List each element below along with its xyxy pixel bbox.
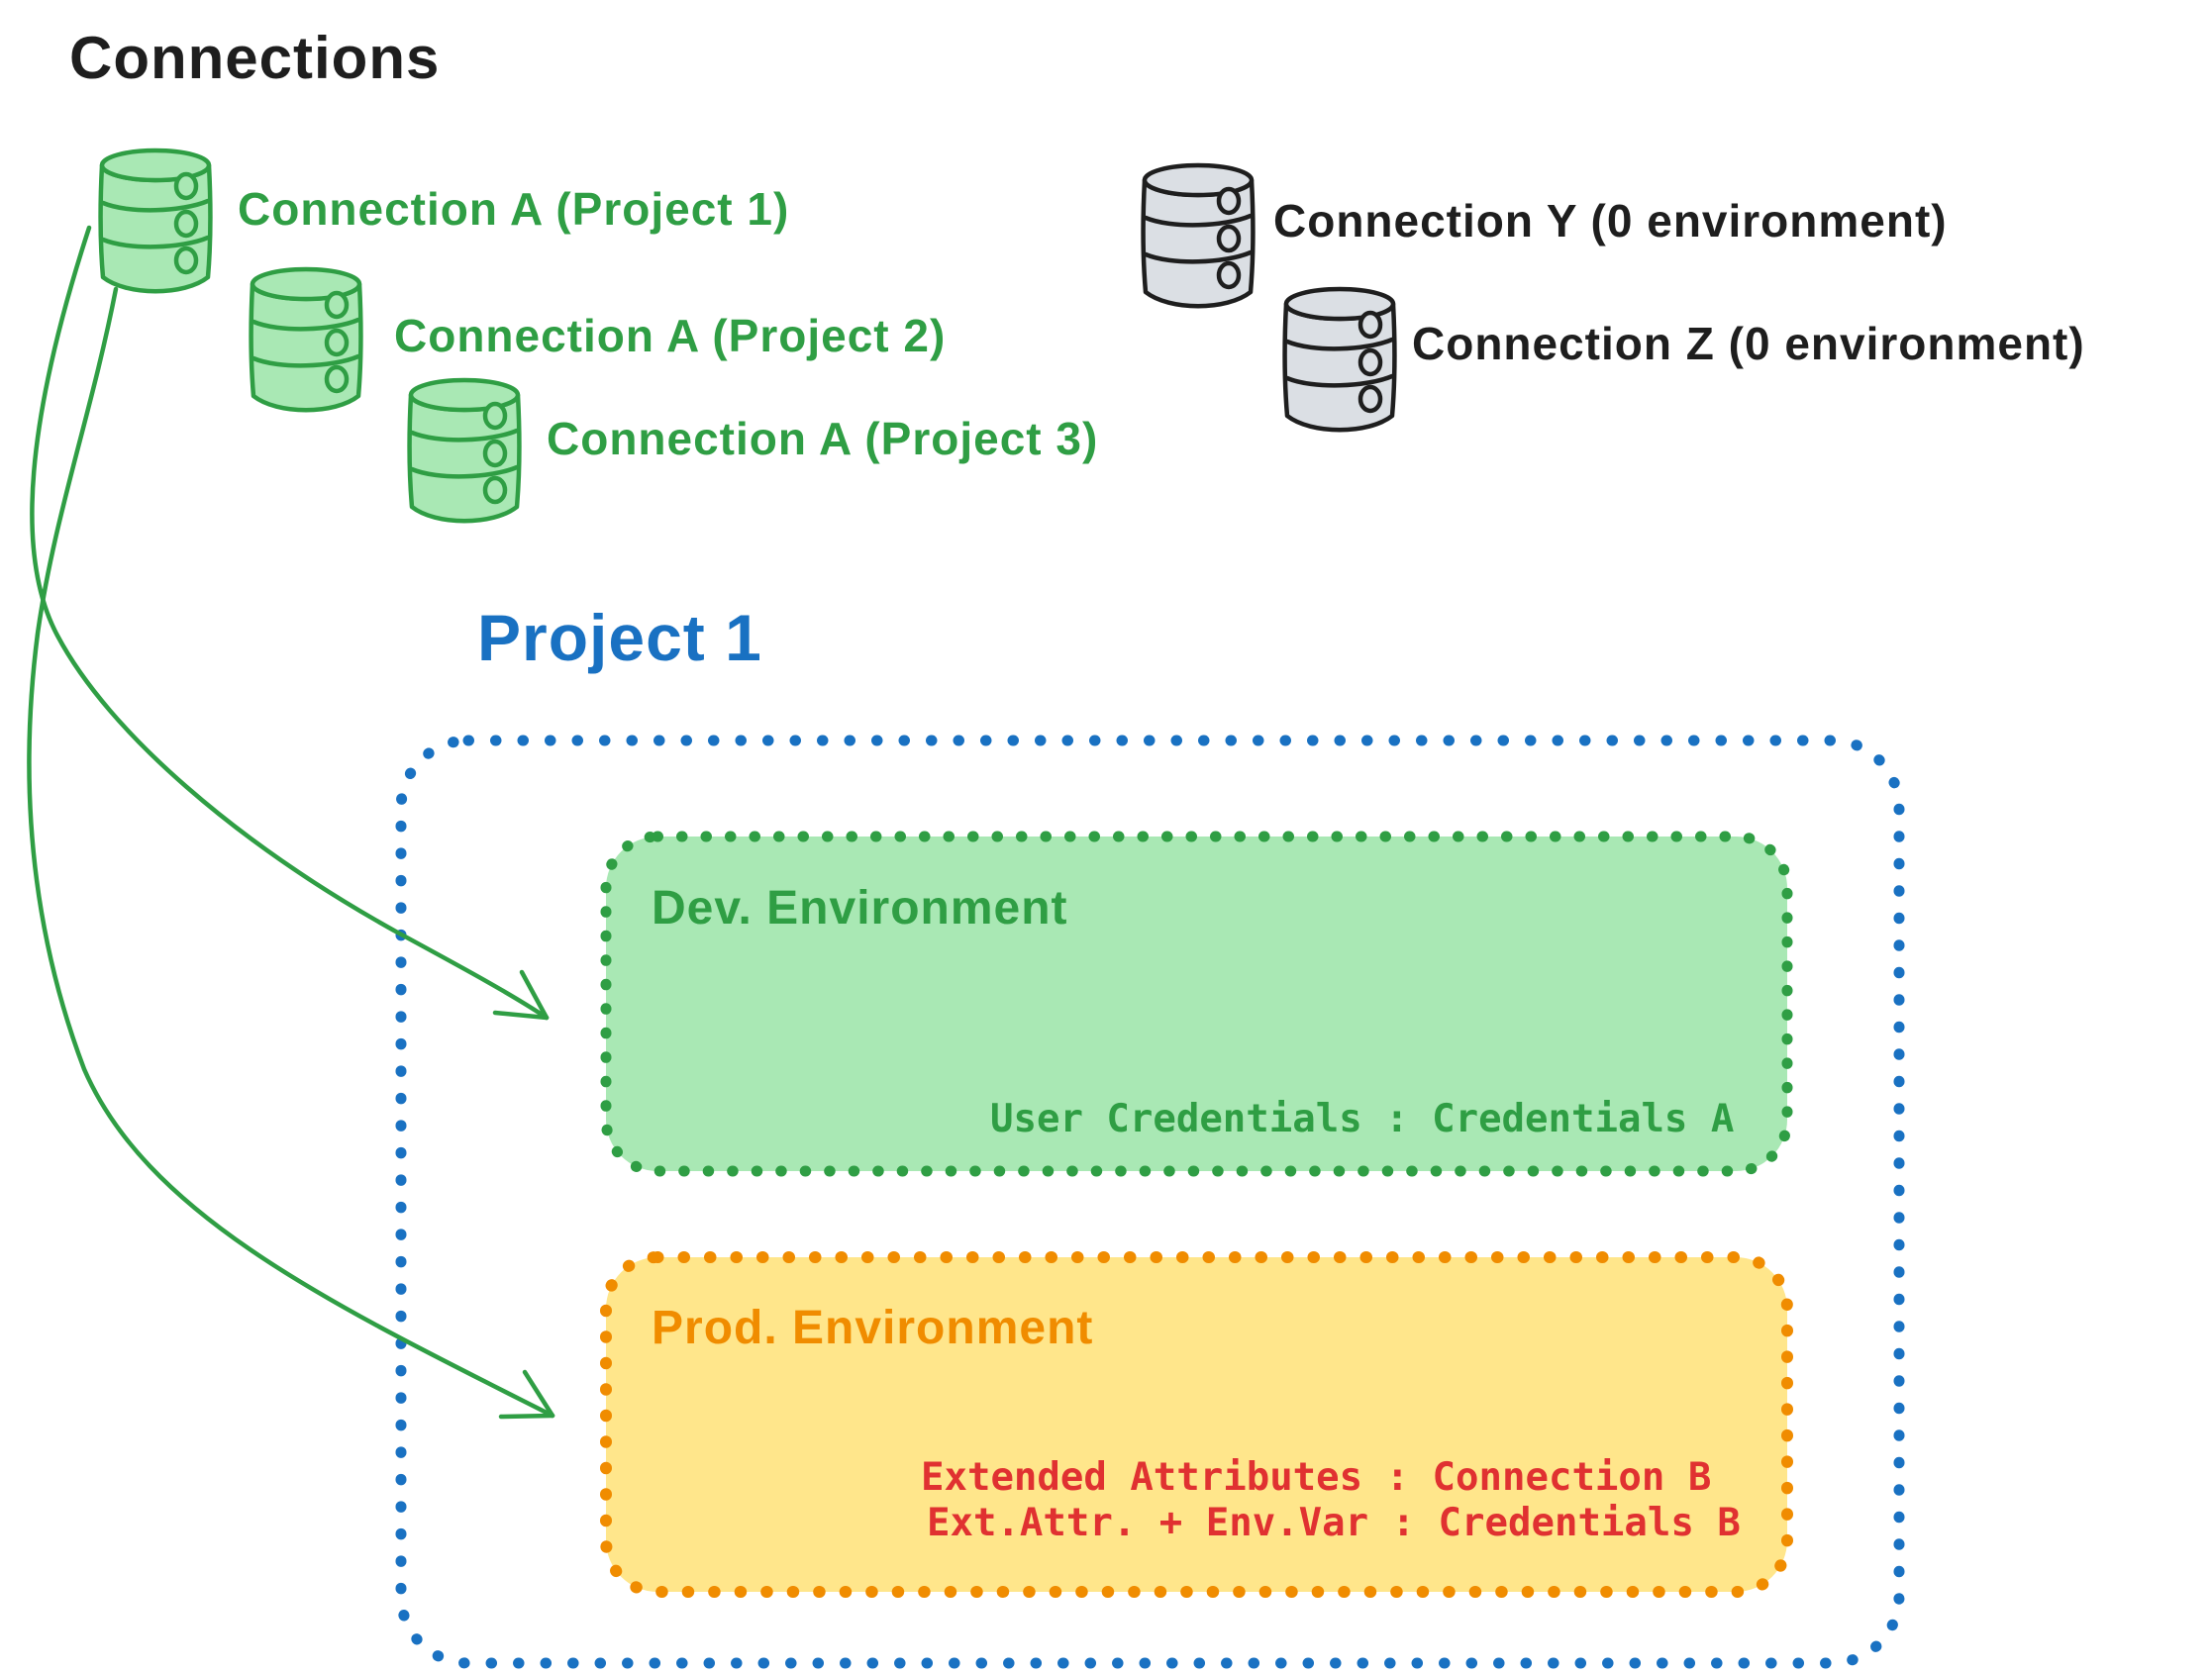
arrowhead-barb [519, 969, 550, 1021]
dev-environment-title: Dev. Environment [652, 882, 1068, 935]
database-icon-connection-a-project-1 [101, 150, 211, 291]
arrowhead-barb [498, 1413, 555, 1420]
prod-environment-connection-mapping: Extended Attributes : Connection B [921, 1455, 1712, 1500]
dev-environment-credentials-mapping: User Credentials : Credentials A [990, 1097, 1735, 1141]
project-1-box [395, 735, 1905, 1669]
connection-a-project-2-label: Connection A (Project 2) [394, 310, 947, 361]
arrowhead-barb [492, 1010, 550, 1021]
prod-environment-title: Prod. Environment [652, 1302, 1094, 1354]
database-icon-connection-z [1285, 289, 1395, 430]
arrowhead-barb [522, 1369, 555, 1419]
diagram-title: Connections [69, 25, 441, 91]
dev-environment-box [600, 831, 1793, 1177]
prod-environment-box [600, 1251, 1793, 1598]
prod-environment-credentials-mapping: Ext.Attr. + Env.Var : Credentials B [927, 1501, 1741, 1545]
database-icon-connection-a-project-2 [251, 269, 361, 410]
connection-y-label: Connection Y (0 environment) [1273, 195, 1948, 246]
arrow-to-prod-environment [27, 286, 555, 1420]
database-icon-connection-y [1144, 165, 1254, 306]
arrow-to-dev-environment [30, 225, 550, 1021]
project-1-title: Project 1 [477, 601, 762, 674]
connection-a-project-1-label: Connection A (Project 1) [238, 183, 790, 235]
database-icon-connection-a-project-3 [410, 380, 520, 521]
connection-a-project-3-label: Connection A (Project 3) [547, 413, 1099, 464]
connection-z-label: Connection Z (0 environment) [1412, 318, 2085, 369]
